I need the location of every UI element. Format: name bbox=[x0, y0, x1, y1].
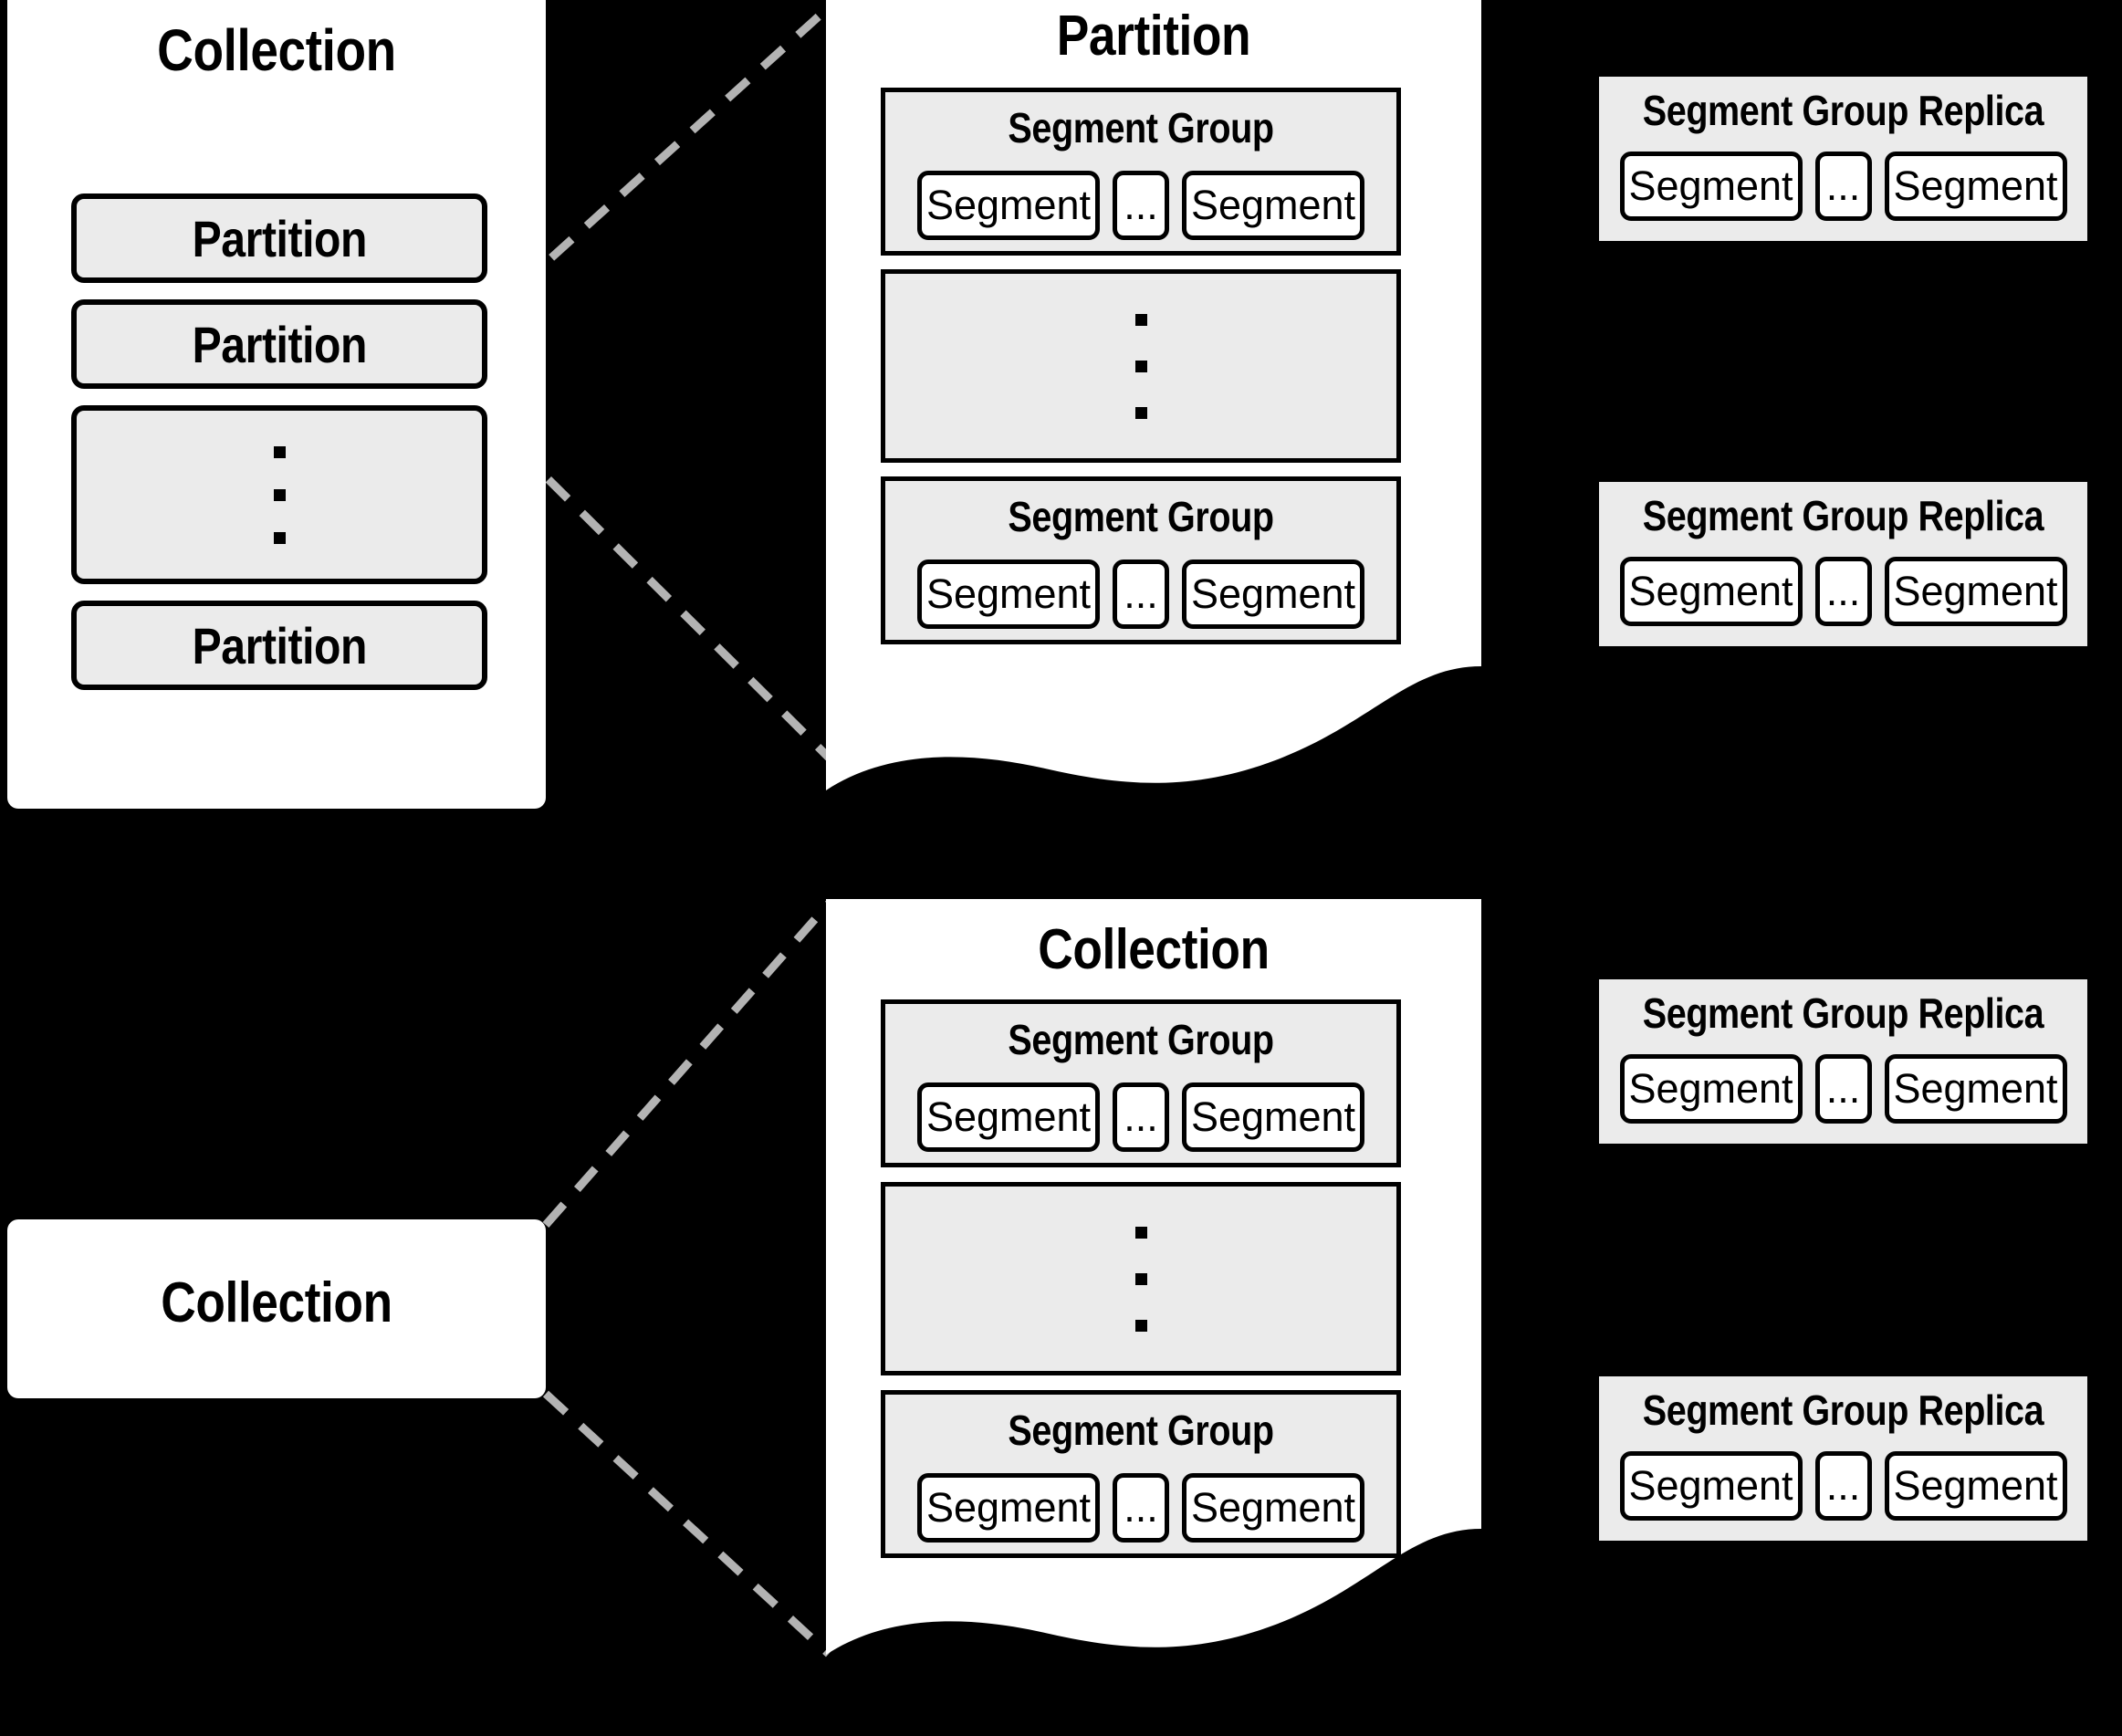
collection-segment-group-ellipsis bbox=[881, 1182, 1401, 1375]
collection-segment-group-2: Segment Group Segment ... Segment bbox=[881, 1390, 1401, 1558]
collection-segment-group-replica-2: Segment Group Replica Segment ... Segmen… bbox=[1599, 1376, 2087, 1541]
partition-chip-label: Partition bbox=[192, 209, 367, 267]
vertical-ellipsis-icon bbox=[885, 274, 1396, 458]
segment-box[interactable]: Segment bbox=[1884, 1054, 2067, 1124]
segment-group-replica-title: Segment Group Replica bbox=[1642, 989, 2044, 1037]
collection-segment-group-1: Segment Group Segment ... Segment bbox=[881, 999, 1401, 1167]
segment-box[interactable]: Segment bbox=[1619, 1054, 1803, 1124]
vertical-ellipsis-icon bbox=[77, 411, 482, 579]
segment-box[interactable]: Segment bbox=[1182, 1082, 1364, 1152]
partition-chip-label: Partition bbox=[192, 616, 367, 675]
segment-group-replica-title: Segment Group Replica bbox=[1642, 492, 2044, 539]
partition-chip-2[interactable]: Partition bbox=[71, 299, 487, 389]
segment-row: Segment ... Segment bbox=[1599, 1451, 2087, 1521]
segment-row: Segment ... Segment bbox=[885, 171, 1396, 240]
segment-box[interactable]: Segment bbox=[1884, 1451, 2067, 1521]
left-collection-panel: Collection Partition Partition Partition bbox=[7, 0, 546, 809]
partition-panel-title: Partition bbox=[1056, 5, 1251, 68]
segment-box[interactable]: Segment bbox=[1884, 557, 2067, 626]
segment-row: Segment ... Segment bbox=[885, 559, 1396, 629]
segment-row: Segment ... Segment bbox=[885, 1082, 1396, 1152]
segment-group-title: Segment Group bbox=[1008, 493, 1274, 540]
segment-box[interactable]: Segment bbox=[917, 1473, 1100, 1543]
segment-ellipsis-box: ... bbox=[1814, 1054, 1872, 1124]
collection-segment-group-replica-1: Segment Group Replica Segment ... Segmen… bbox=[1599, 979, 2087, 1144]
segment-ellipsis-box: ... bbox=[1113, 559, 1169, 629]
segment-box[interactable]: Segment bbox=[917, 1082, 1100, 1152]
segment-row: Segment ... Segment bbox=[1599, 1054, 2087, 1124]
segment-box[interactable]: Segment bbox=[1182, 1473, 1364, 1543]
segment-ellipsis-box: ... bbox=[1814, 152, 1872, 221]
segment-row: Segment ... Segment bbox=[885, 1473, 1396, 1543]
partition-chip-label: Partition bbox=[192, 315, 367, 373]
segment-row: Segment ... Segment bbox=[1599, 557, 2087, 626]
segment-box[interactable]: Segment bbox=[1619, 1451, 1803, 1521]
segment-ellipsis-box: ... bbox=[1814, 557, 1872, 626]
partition-panel: Partition Segment Group Segment ... Segm… bbox=[826, 0, 1481, 812]
segment-ellipsis-box: ... bbox=[1113, 1473, 1169, 1543]
segment-group-replica-title: Segment Group Replica bbox=[1642, 1386, 2044, 1434]
partition-chip-3[interactable]: Partition bbox=[71, 601, 487, 690]
partition-chip-ellipsis bbox=[71, 405, 487, 584]
bottom-collection-box[interactable]: Collection bbox=[7, 1219, 546, 1398]
segment-row: Segment ... Segment bbox=[1599, 152, 2087, 221]
segment-ellipsis-box: ... bbox=[1814, 1451, 1872, 1521]
partition-segment-group-replica-2: Segment Group Replica Segment ... Segmen… bbox=[1599, 482, 2087, 646]
partition-segment-group-replica-1: Segment Group Replica Segment ... Segmen… bbox=[1599, 77, 2087, 241]
segment-box[interactable]: Segment bbox=[1884, 152, 2067, 221]
segment-box[interactable]: Segment bbox=[1619, 152, 1803, 221]
collection-panel-title: Collection bbox=[1038, 918, 1270, 981]
segment-ellipsis-box: ... bbox=[1113, 1082, 1169, 1152]
segment-ellipsis-box: ... bbox=[1113, 171, 1169, 240]
partition-chip-1[interactable]: Partition bbox=[71, 193, 487, 283]
partition-segment-group-1: Segment Group Segment ... Segment bbox=[881, 88, 1401, 256]
segment-group-title: Segment Group bbox=[1008, 1016, 1274, 1063]
segment-box[interactable]: Segment bbox=[1619, 557, 1803, 626]
segment-box[interactable]: Segment bbox=[917, 171, 1100, 240]
segment-group-title: Segment Group bbox=[1008, 1407, 1274, 1454]
vertical-ellipsis-icon bbox=[885, 1187, 1396, 1371]
bottom-collection-label: Collection bbox=[161, 1271, 392, 1334]
segment-box[interactable]: Segment bbox=[1182, 559, 1364, 629]
segment-group-title: Segment Group bbox=[1008, 104, 1274, 152]
collection-panel: Collection Segment Group Segment ... Seg… bbox=[826, 899, 1481, 1736]
segment-group-replica-title: Segment Group Replica bbox=[1642, 87, 2044, 134]
segment-box[interactable]: Segment bbox=[917, 559, 1100, 629]
partition-segment-group-2: Segment Group Segment ... Segment bbox=[881, 476, 1401, 644]
left-collection-title: Collection bbox=[157, 17, 396, 83]
segment-box[interactable]: Segment bbox=[1182, 171, 1364, 240]
partition-segment-group-ellipsis bbox=[881, 269, 1401, 463]
